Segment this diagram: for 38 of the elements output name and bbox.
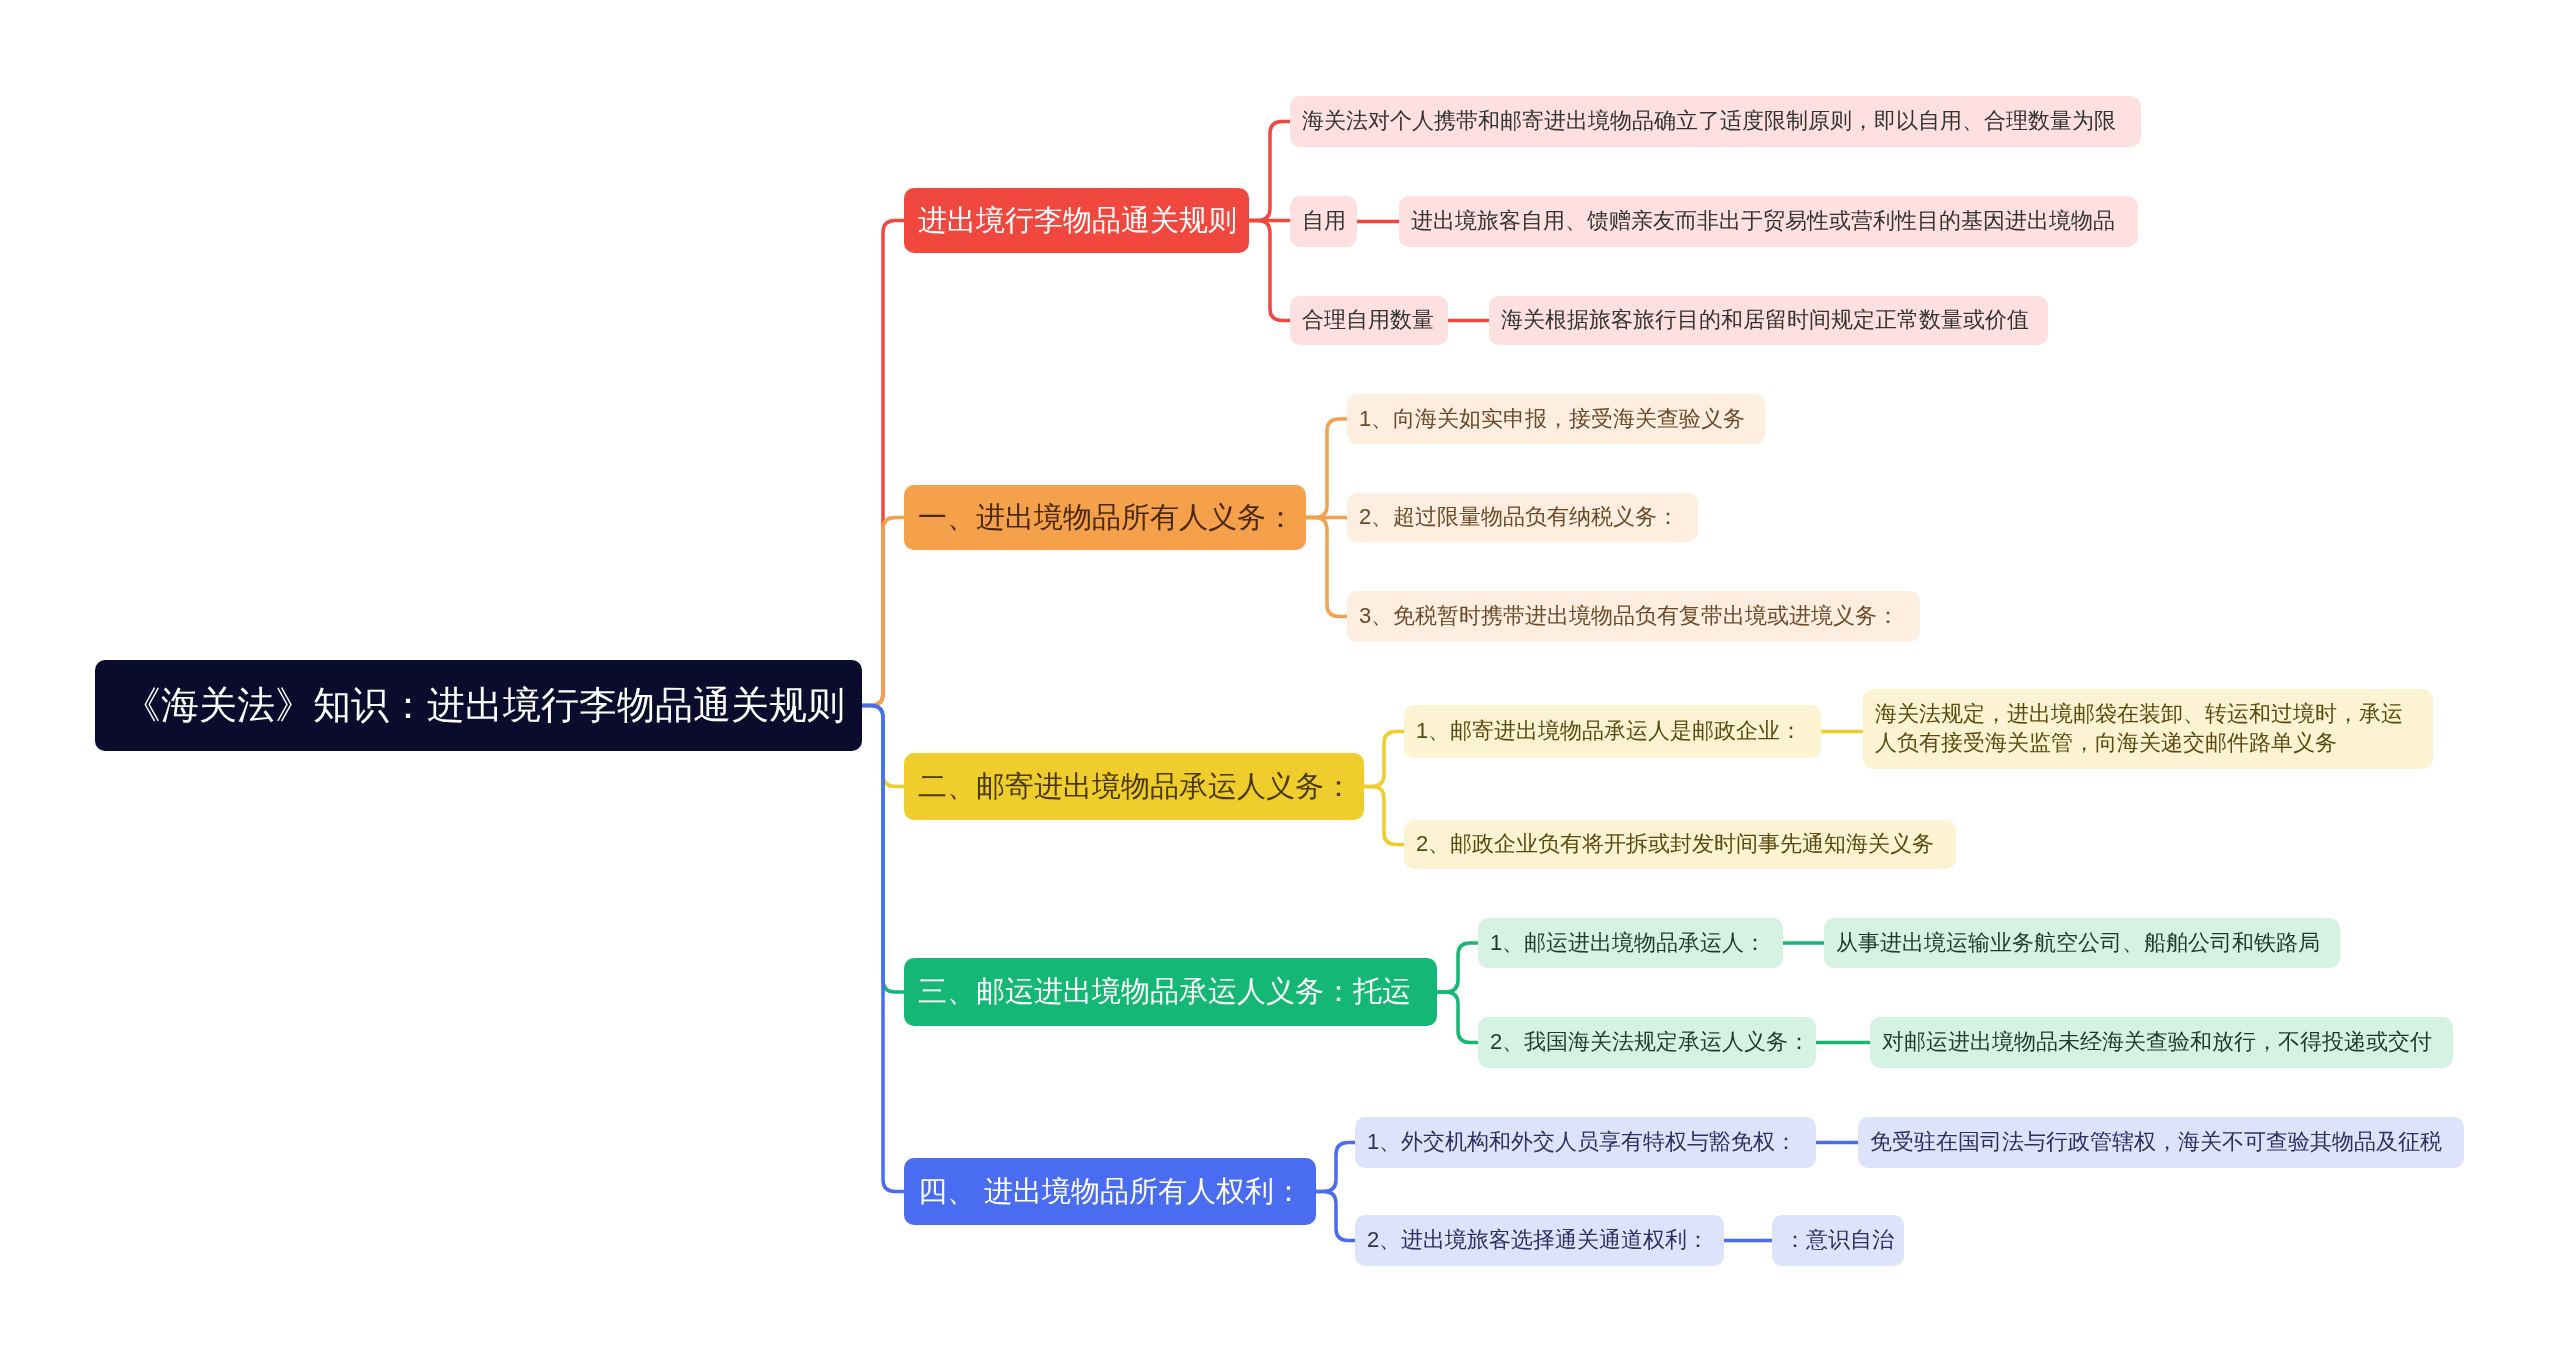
root-box: 《海关法》知识：进出境行李物品通关规则 xyxy=(95,660,862,751)
topic-box: 海关法对个人携带和邮寄进出境物品确立了适度限制原则，即以自用、合理数量为限 xyxy=(1290,96,2141,147)
topic-box: 海关法规定，进出境邮袋在装卸、转运和过境时，承运人负有接受海关监管，向海关递交邮件路单义务 xyxy=(1863,689,2433,769)
connector-line xyxy=(1816,1140,1858,1145)
connector-line xyxy=(1783,941,1824,945)
topic-box: 2、我国海关法规定承运人义务： xyxy=(1478,1017,1816,1068)
connector-line xyxy=(1724,1238,1772,1243)
branch-box: 四、 进出境物品所有人权利： xyxy=(904,1158,1316,1225)
topic-box: 进出境旅客自用、馈赠亲友而非出于贸易性或营利性目的基因进出境物品 xyxy=(1399,196,2138,247)
topic-box: 1、邮寄进出境物品承运人是邮政企业： xyxy=(1404,705,1821,758)
topic-box: ：意识自治 xyxy=(1772,1215,1904,1266)
topic-box: 3、免税暂时携带进出境物品负有复带出境或进境义务： xyxy=(1347,591,1920,642)
connector-line xyxy=(862,703,904,1194)
connector-line xyxy=(1816,1040,1870,1045)
topic-box: 2、超过限量物品负有纳税义务： xyxy=(1347,493,1698,542)
connector-line xyxy=(1437,990,1478,1045)
connector-line xyxy=(1316,1189,1355,1243)
connector-line xyxy=(1306,515,1347,619)
topic-box: 自用 xyxy=(1290,196,1357,247)
topic-box: 海关根据旅客旅行目的和居留时间规定正常数量或价值 xyxy=(1489,296,2048,345)
topic-box: 对邮运进出境物品未经海关查验和放行，不得投递或交付 xyxy=(1870,1017,2453,1068)
connector-line xyxy=(1821,729,1863,734)
connector-line xyxy=(1357,219,1399,224)
topic-box: 2、进出境旅客选择通关通道权利： xyxy=(1355,1215,1724,1266)
topic-box: 合理自用数量 xyxy=(1290,296,1448,345)
connector-line xyxy=(1249,218,1290,323)
topic-box: 1、邮运进出境物品承运人： xyxy=(1478,918,1783,968)
connector-line xyxy=(1364,784,1404,847)
branch-box: 三、邮运进出境物品承运人义务：托运 xyxy=(904,958,1437,1026)
topic-box: 2、邮政企业负有将开拆或封发时间事先通知海关义务 xyxy=(1404,820,1956,869)
topic-box: 1、外交机构和外交人员享有特权与豁免权： xyxy=(1355,1117,1816,1168)
topic-box: 从事进出境运输业务航空公司、船舶公司和铁路局 xyxy=(1824,918,2340,968)
branch-box: 二、邮寄进出境物品承运人义务： xyxy=(904,753,1364,820)
connector-line xyxy=(1448,318,1489,323)
topic-box: 免受驻在国司法与行政管辖权，海关不可查验其物品及征税 xyxy=(1858,1117,2464,1168)
branch-box: 一、进出境物品所有人义务： xyxy=(904,485,1306,550)
branch-box: 进出境行李物品通关规则 xyxy=(904,188,1249,253)
topic-box: 1、向海关如实申报，接受海关查验义务 xyxy=(1347,394,1765,444)
